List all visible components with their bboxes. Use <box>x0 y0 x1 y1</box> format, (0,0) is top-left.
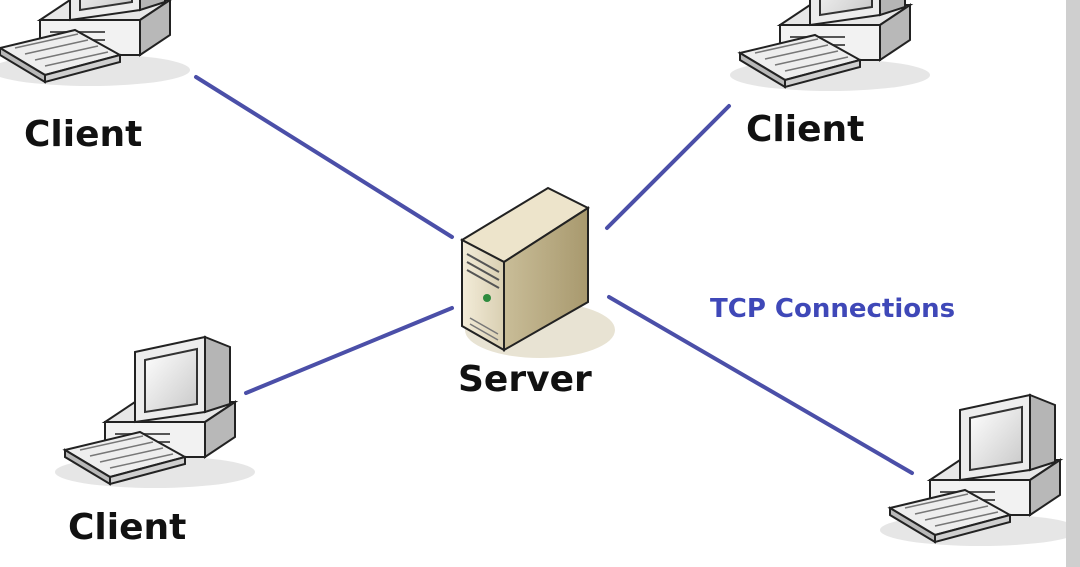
server-icon <box>459 186 615 358</box>
scrollbar[interactable] <box>1066 0 1080 567</box>
connection-line <box>607 295 914 475</box>
client-label: Client <box>24 114 143 155</box>
connection-lines <box>194 75 914 475</box>
connection-line <box>194 75 454 239</box>
client-label: Client <box>746 109 865 150</box>
connection-line <box>244 306 454 395</box>
server-label: Server <box>458 359 592 400</box>
client-label: Client <box>68 507 187 548</box>
computer-icon <box>54 336 256 489</box>
connection-line <box>605 104 731 230</box>
tcp-connections-label: TCP Connections <box>710 294 956 324</box>
computer-icon <box>0 0 191 87</box>
computer-icon <box>729 0 931 92</box>
